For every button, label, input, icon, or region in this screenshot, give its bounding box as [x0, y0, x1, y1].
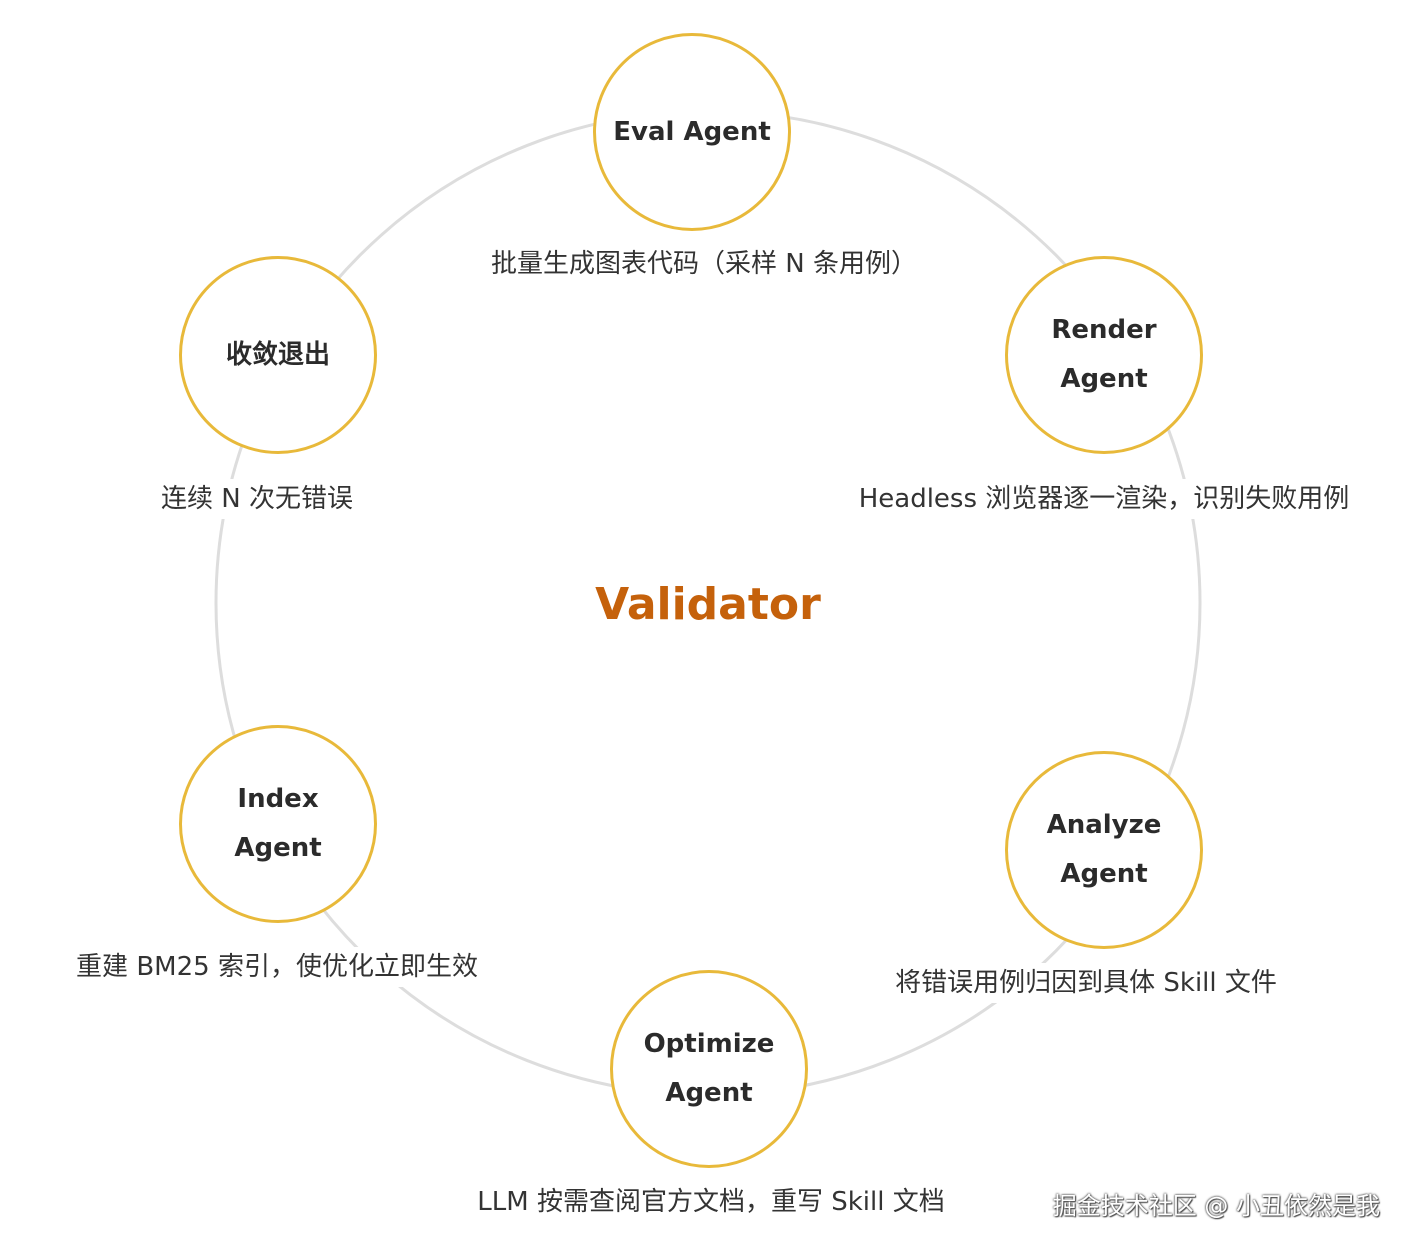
node-label-line: Eval Agent [613, 116, 771, 147]
node-label-line: Agent [1060, 859, 1148, 889]
node-analyze-agent: Analyze Agent [1005, 751, 1203, 949]
node-converge-exit: 收敛退出 [179, 256, 377, 454]
validator-title: Validator [595, 579, 821, 630]
node-index-agent: Index Agent [179, 725, 377, 923]
watermark: 掘金技术社区 @ 小丑依然是我 [1052, 1192, 1380, 1220]
desc-optimize-agent: LLM 按需查阅官方文档，重写 Skill 文档 [469, 1182, 953, 1222]
desc-eval-agent: 批量生成图表代码（采样 N 条用例） [483, 244, 925, 284]
desc-analyze-agent: 将错误用例归因到具体 Skill 文件 [887, 963, 1285, 1003]
node-label-line: 收敛退出 [225, 339, 330, 370]
node-render-agent: Render Agent [1005, 256, 1203, 454]
node-label-line: Optimize [643, 1029, 775, 1059]
node-label-line: Index Agent [234, 784, 322, 863]
node-label-line: Render [1051, 315, 1157, 345]
node-label-line: Analyze [1046, 810, 1162, 840]
desc-index-agent: 重建 BM25 索引，使优化立即生效 [68, 947, 486, 987]
node-eval-agent: Eval Agent [593, 33, 791, 231]
desc-render-agent: Headless 浏览器逐一渲染，识别失败用例 [850, 479, 1358, 519]
node-optimize-agent: Optimize Agent [610, 970, 808, 1168]
node-label-line: Agent [1060, 364, 1148, 394]
node-label-line: Agent [665, 1078, 753, 1108]
desc-converge-exit: 连续 N 次无错误 [153, 479, 361, 519]
